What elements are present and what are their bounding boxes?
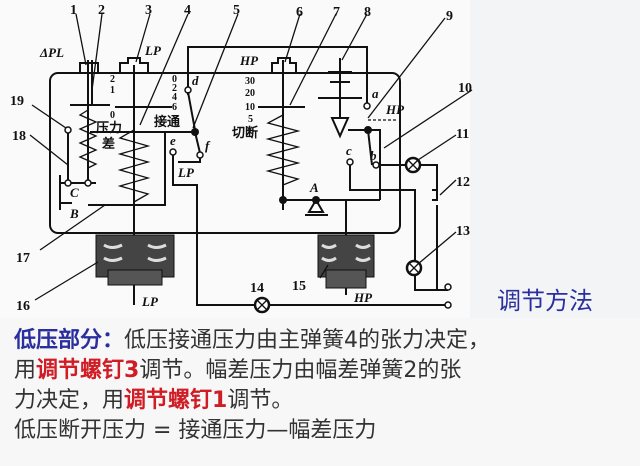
lamp-11-icon <box>404 156 422 174</box>
label-7: 7 <box>333 5 340 20</box>
hp-bellows <box>317 234 375 289</box>
label-16: 16 <box>16 299 30 314</box>
description: 低压部分：低压接通压力由主弹簧4的张力决定， 用调节螺钉3调节。幅差压力由幅差弹… <box>14 326 490 446</box>
text-line-3: 力决定，用调节螺钉1调节。 <box>14 386 490 416</box>
label-hp-right: HP <box>385 102 405 117</box>
label-pressure-diff-2: 差 <box>102 136 115 152</box>
highlight-screw-3: 调节螺钉3 <box>36 358 140 383</box>
housing <box>49 72 401 234</box>
label-f: f <box>205 138 211 153</box>
scale-left-2: 2 <box>110 74 115 85</box>
text-line-1: 低压部分：低压接通压力由主弹簧4的张力决定， <box>14 326 490 356</box>
label-lp-top: LP <box>144 43 162 58</box>
scale-right-30: 30 <box>245 76 255 87</box>
label-9: 9 <box>446 9 453 24</box>
label-15: 15 <box>292 279 306 294</box>
label-3: 3 <box>145 3 152 18</box>
highlight-screw-1: 调节螺钉1 <box>124 388 228 413</box>
label-B: B <box>69 206 79 221</box>
label-hp-bottom: HP <box>353 290 373 305</box>
label-12: 12 <box>456 175 470 190</box>
label-dpl: ΔPL <box>39 45 64 60</box>
text-panel <box>0 318 640 466</box>
label-e: e <box>170 133 176 148</box>
label-cutoff: 切断 <box>232 125 258 141</box>
scale-right-5: 5 <box>248 114 253 125</box>
scale-mid-0: 0 <box>172 74 177 85</box>
label-1: 1 <box>70 3 77 18</box>
lamp-14-icon <box>253 296 271 314</box>
scale-mid-4: 4 <box>172 92 177 103</box>
label-13: 13 <box>456 224 470 239</box>
label-a: a <box>372 86 379 101</box>
label-5: 5 <box>233 3 240 18</box>
label-11: 11 <box>456 127 469 142</box>
label-17: 17 <box>16 251 30 266</box>
label-hp-top: HP <box>239 53 259 68</box>
side-title: 调节方法 <box>497 287 593 315</box>
label-2: 2 <box>98 3 105 18</box>
label-lp-switch: LP <box>177 165 195 180</box>
text-span: 用 <box>14 358 37 383</box>
pressure-controller-schematic: 1 2 3 4 5 6 7 8 9 10 11 12 13 14 15 16 1… <box>10 3 473 314</box>
lp-bellows <box>95 234 175 286</box>
label-d: d <box>192 73 199 88</box>
label-6: 6 <box>296 5 303 20</box>
scale-left-0: 0 <box>110 110 115 121</box>
text-span: 低压接通压力由主弹簧4的张力决定， <box>124 328 491 353</box>
label-lp-bottom: LP <box>141 294 159 309</box>
text-line-4: 低压断开压力 = 接通压力—幅差压力 <box>14 418 377 443</box>
text-span: 力决定，用 <box>14 388 125 413</box>
lamp-13-icon <box>405 259 423 277</box>
scale-mid-2: 2 <box>172 83 177 94</box>
label-4: 4 <box>184 3 191 18</box>
label-pressure-diff-1: 压力 <box>96 120 122 136</box>
label-8: 8 <box>364 5 371 20</box>
label-A: A <box>309 180 319 195</box>
section-heading: 低压部分： <box>14 328 125 353</box>
label-c: c <box>346 143 352 158</box>
label-14: 14 <box>250 281 264 296</box>
text-span: 调节。 <box>227 388 294 413</box>
scale-right-20: 20 <box>245 88 255 99</box>
text-span: 调节。幅差压力由幅差弹簧2的张 <box>139 358 462 383</box>
label-b: b <box>370 148 377 163</box>
label-18: 18 <box>12 129 26 144</box>
label-19: 19 <box>10 94 24 109</box>
label-10: 10 <box>458 81 472 96</box>
text-line-2: 用调节螺钉3调节。幅差压力由幅差弹簧2的张 <box>14 356 490 386</box>
label-C: C <box>70 185 79 200</box>
scale-mid-6: 6 <box>172 102 177 113</box>
scale-right-10: 10 <box>245 102 255 113</box>
scale-left-1: 1 <box>110 85 115 96</box>
label-connect: 接通 <box>154 114 180 130</box>
